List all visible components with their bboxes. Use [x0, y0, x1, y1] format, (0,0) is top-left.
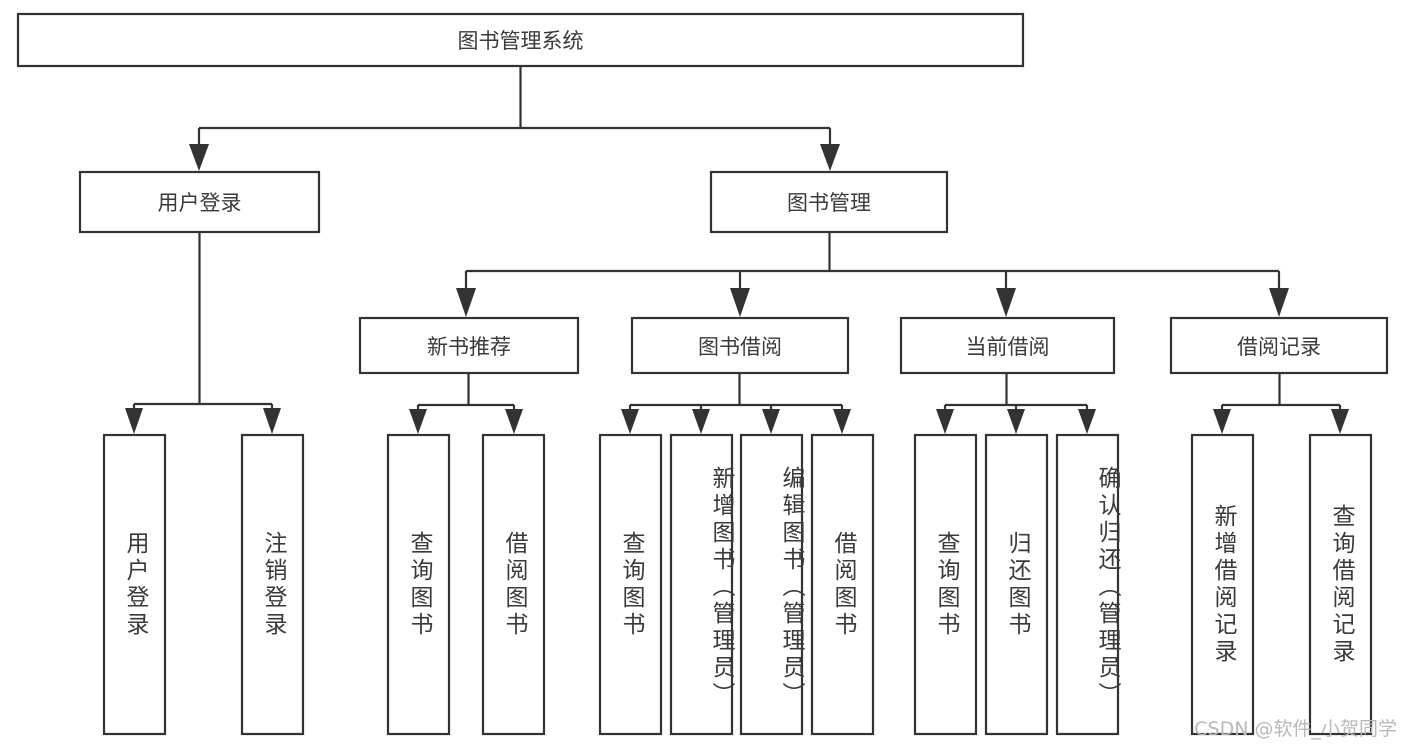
- node-leaf-confirm-return-box[interactable]: [1055, 433, 1120, 736]
- arrow-bookborrow-to-borrow-book: [833, 409, 851, 434]
- arrow-root-to-book-manage: [820, 144, 840, 171]
- node-leaf-query-book-3-box[interactable]: [913, 433, 978, 736]
- arrow-bookmanage-to-book-borrow: [730, 288, 750, 317]
- node-leaf-borrow-book-1-box[interactable]: [481, 433, 546, 736]
- arrow-bookborrow-to-edit-book: [762, 409, 780, 434]
- arrow-root-to-user-login: [189, 144, 209, 171]
- node-leaf-logout-box[interactable]: [240, 433, 305, 736]
- arrow-userlogin-to-leaf-logout: [263, 408, 281, 434]
- arrow-bookmanage-to-new-book-rec: [456, 288, 476, 317]
- arrow-bookborrow-to-query-book: [621, 409, 639, 434]
- node-new-book-rec-box[interactable]: [358, 316, 580, 375]
- node-leaf-borrow-book-2-box[interactable]: [810, 433, 875, 736]
- arrow-bookborrow-to-add-book: [692, 409, 710, 434]
- node-root-box[interactable]: [16, 12, 1025, 68]
- node-book-borrow-box[interactable]: [630, 316, 850, 375]
- arrow-userlogin-to-leaf-user-login: [125, 408, 143, 434]
- arrow-currentborrow-to-confirm-return: [1078, 409, 1096, 434]
- node-leaf-edit-book-box[interactable]: [739, 433, 804, 736]
- arrow-bookmanage-to-current-borrow: [996, 288, 1016, 317]
- node-leaf-query-book-2-box[interactable]: [598, 433, 663, 736]
- node-leaf-add-book-box[interactable]: [669, 433, 734, 736]
- node-leaf-return-book-box[interactable]: [984, 433, 1049, 736]
- arrow-borrowrecord-to-add-record: [1213, 409, 1231, 434]
- node-book-manage-box[interactable]: [709, 170, 949, 234]
- node-leaf-add-record-box[interactable]: [1190, 433, 1255, 736]
- arrow-currentborrow-to-query-book: [936, 409, 954, 434]
- node-leaf-user-login-box[interactable]: [102, 433, 167, 736]
- arrow-borrowrecord-to-query-record: [1331, 409, 1349, 434]
- node-user-login-box[interactable]: [78, 170, 321, 234]
- arrow-bookmanage-to-borrow-record: [1269, 288, 1289, 317]
- arrow-newbookrec-to-borrow-book: [505, 409, 523, 434]
- node-leaf-query-book-1-box[interactable]: [386, 433, 451, 736]
- arrow-newbookrec-to-query-book: [409, 409, 427, 434]
- node-leaf-query-record-box[interactable]: [1308, 433, 1373, 736]
- arrow-currentborrow-to-return-book: [1007, 409, 1025, 434]
- node-current-borrow-box[interactable]: [899, 316, 1116, 375]
- node-borrow-record-box[interactable]: [1169, 316, 1389, 375]
